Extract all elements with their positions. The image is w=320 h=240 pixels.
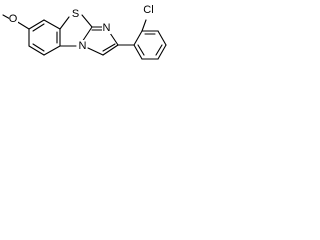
oxygen-label: O (9, 13, 18, 25)
bond-imidazole-2 (109, 32, 119, 46)
bond-phenyl-double-b (155, 44, 163, 56)
bond-imidazole-4 (87, 47, 104, 56)
bond-phenyl-4 (157, 44, 167, 60)
bond-phenyl-chlorine (141, 19, 147, 32)
chlorine-label: Cl (143, 4, 153, 16)
bond-benzo-4 (43, 45, 61, 56)
bond-benzo-double-a (32, 23, 45, 32)
bridge-nitrogen-label: N (79, 40, 87, 52)
bond-phenyl-6 (133, 44, 143, 60)
bond-benzo-5 (28, 45, 45, 56)
chlorine-label-bg (141, 4, 156, 16)
bond-layer (2, 14, 167, 60)
imidazole-nitrogen-label-bg (102, 22, 111, 34)
bond-thiazole-s-c2 (81, 14, 93, 28)
chemical-structure: O S N N Cl (2, 4, 167, 60)
bond-thiazole-s-c (59, 16, 70, 30)
imidazole-nitrogen-label: N (103, 22, 111, 34)
bond-imidazole-3 (102, 44, 119, 56)
sulfur-label-bg (71, 8, 80, 20)
bond-imidazole-double-2 (102, 43, 116, 52)
bond-benzo-1 (28, 19, 45, 30)
oxygen-label-bg (9, 13, 18, 25)
bond-benzo-double-c (32, 43, 45, 52)
bond-benzo-2 (43, 19, 61, 30)
bond-thiazole-c-n (81, 26, 93, 43)
bond-oxygen-aryl (15, 20, 30, 30)
bridge-nitrogen-label-bg (78, 40, 87, 52)
bond-phenyl-double-c (137, 44, 145, 56)
sulfur-label: S (72, 8, 79, 20)
bond-phenyl-1 (133, 30, 143, 46)
atom-label-layer: O S N N Cl (9, 4, 156, 52)
bond-phenyl-3 (157, 30, 167, 46)
